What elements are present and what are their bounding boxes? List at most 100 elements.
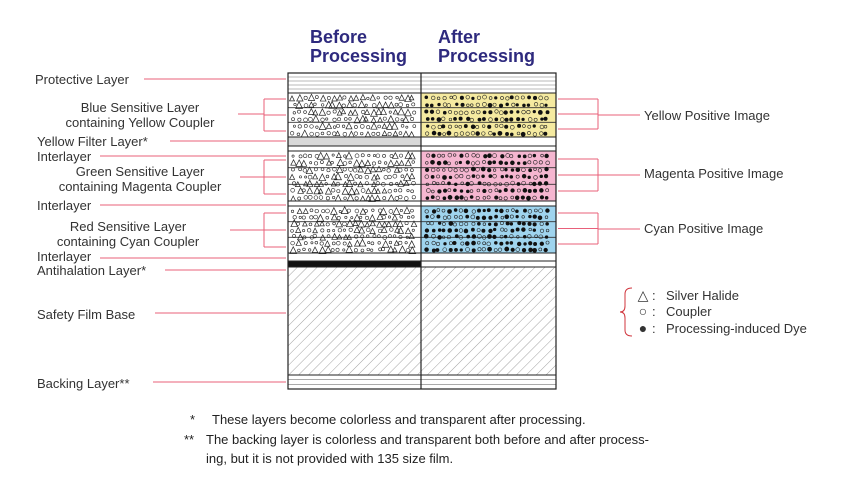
silver-halide-grain [302, 207, 309, 214]
coupler-grain [453, 222, 457, 227]
dye-dot [532, 109, 536, 114]
dye-dot [431, 130, 437, 136]
coupler-grain [493, 182, 498, 187]
dye-dot [477, 181, 482, 186]
silver-halide-grain [347, 130, 355, 138]
coupler-grain [458, 221, 464, 227]
coupler-grain [514, 95, 520, 101]
coupler-grain [410, 168, 414, 172]
coupler-grain [389, 227, 394, 232]
coupler-grain [388, 209, 394, 214]
silver-halide-grain [368, 214, 376, 222]
coupler-grain [509, 234, 514, 239]
silver-halide-grain [308, 101, 315, 108]
coupler-grain [534, 208, 538, 213]
silver-halide-grain [387, 101, 395, 109]
silver-halide-grain [325, 159, 333, 166]
dye-dot [532, 222, 537, 227]
coupler-grain [387, 174, 392, 180]
coupler-grain [482, 124, 486, 128]
dye-dot [465, 214, 470, 219]
coupler-grain [297, 124, 302, 129]
dye-dot [465, 181, 470, 187]
coupler-grain [312, 233, 317, 239]
dye-dot [453, 208, 458, 212]
silver-halide-grain [407, 240, 416, 248]
silver-halide-grain [351, 108, 359, 116]
silver-halide-grain [370, 116, 377, 123]
silver-halide-grain [319, 220, 325, 227]
dye-dot [459, 153, 464, 158]
coupler-grain [493, 248, 498, 252]
coupler-grain [387, 131, 392, 136]
coupler-grain [470, 103, 474, 107]
silver-halide-grain [340, 205, 349, 214]
coupler-grain [492, 153, 497, 158]
coupler-grain [494, 109, 499, 114]
dye-dot [426, 124, 430, 128]
coupler-grain [510, 195, 514, 200]
dye-dot [425, 103, 429, 107]
dye-dot [533, 242, 538, 246]
dye-dot [543, 131, 548, 136]
coupler-grain [452, 95, 457, 100]
coupler-grain [293, 103, 297, 107]
coupler-grain [341, 103, 346, 108]
dye-dot [498, 103, 504, 108]
dye-dot [437, 221, 442, 225]
coupler-grain [527, 117, 533, 122]
coupler-grain [304, 175, 308, 179]
coupler-grain [343, 117, 348, 121]
silver-halide-grain [347, 187, 356, 196]
coupler-grain [522, 124, 526, 128]
red-label-line2: containing Cyan Coupler [56, 234, 200, 249]
dye-dot [499, 241, 504, 246]
silver-halide-grain [375, 107, 383, 115]
coupler-grain [509, 214, 514, 219]
dye-dot [430, 174, 435, 179]
coupler-grain [321, 209, 326, 213]
dye-dot [458, 160, 462, 165]
coupler-grain [315, 95, 319, 99]
coupler-grain [458, 208, 463, 213]
coupler-grain [533, 175, 538, 180]
silver-halide-grain [288, 173, 296, 180]
coupler-grain [348, 227, 353, 232]
dye-dot [499, 208, 504, 214]
coupler-grain [469, 189, 474, 193]
dye-dot [509, 110, 514, 114]
coupler-grain [458, 215, 463, 220]
silver-halide-grain [370, 186, 378, 194]
coupler-grain [370, 248, 374, 252]
coupler-grain [475, 160, 480, 166]
dye-dot [466, 189, 470, 194]
coupler-grain [302, 235, 307, 240]
dye-dot [454, 182, 458, 187]
coupler-grain [454, 214, 458, 219]
silver-halide-grain [391, 214, 398, 221]
silver-halide-grain [376, 212, 384, 220]
silver-halide-grain [341, 187, 349, 195]
dye-dot [482, 110, 487, 115]
coupler-grain [454, 161, 459, 165]
silver-halide-grain [397, 226, 405, 234]
dye-dot [539, 195, 545, 200]
dye-dot [494, 214, 498, 219]
silver-halide-grain [364, 221, 371, 228]
coupler-grain [510, 180, 515, 186]
coupler-grain [399, 214, 404, 219]
coupler-grain [388, 110, 392, 114]
coupler-grain [395, 95, 399, 100]
coupler-grain [350, 216, 354, 220]
coupler-grain [405, 235, 409, 239]
dye-dot [481, 215, 487, 220]
coupler-grain [353, 248, 358, 253]
coupler-grain [337, 117, 341, 122]
silver-halide-grain [397, 179, 405, 187]
coupler-grain [469, 117, 474, 123]
dye-dot [481, 174, 485, 178]
dye-dot [500, 175, 504, 179]
coupler-grain [388, 234, 392, 238]
silver-halide-grain [318, 180, 325, 187]
